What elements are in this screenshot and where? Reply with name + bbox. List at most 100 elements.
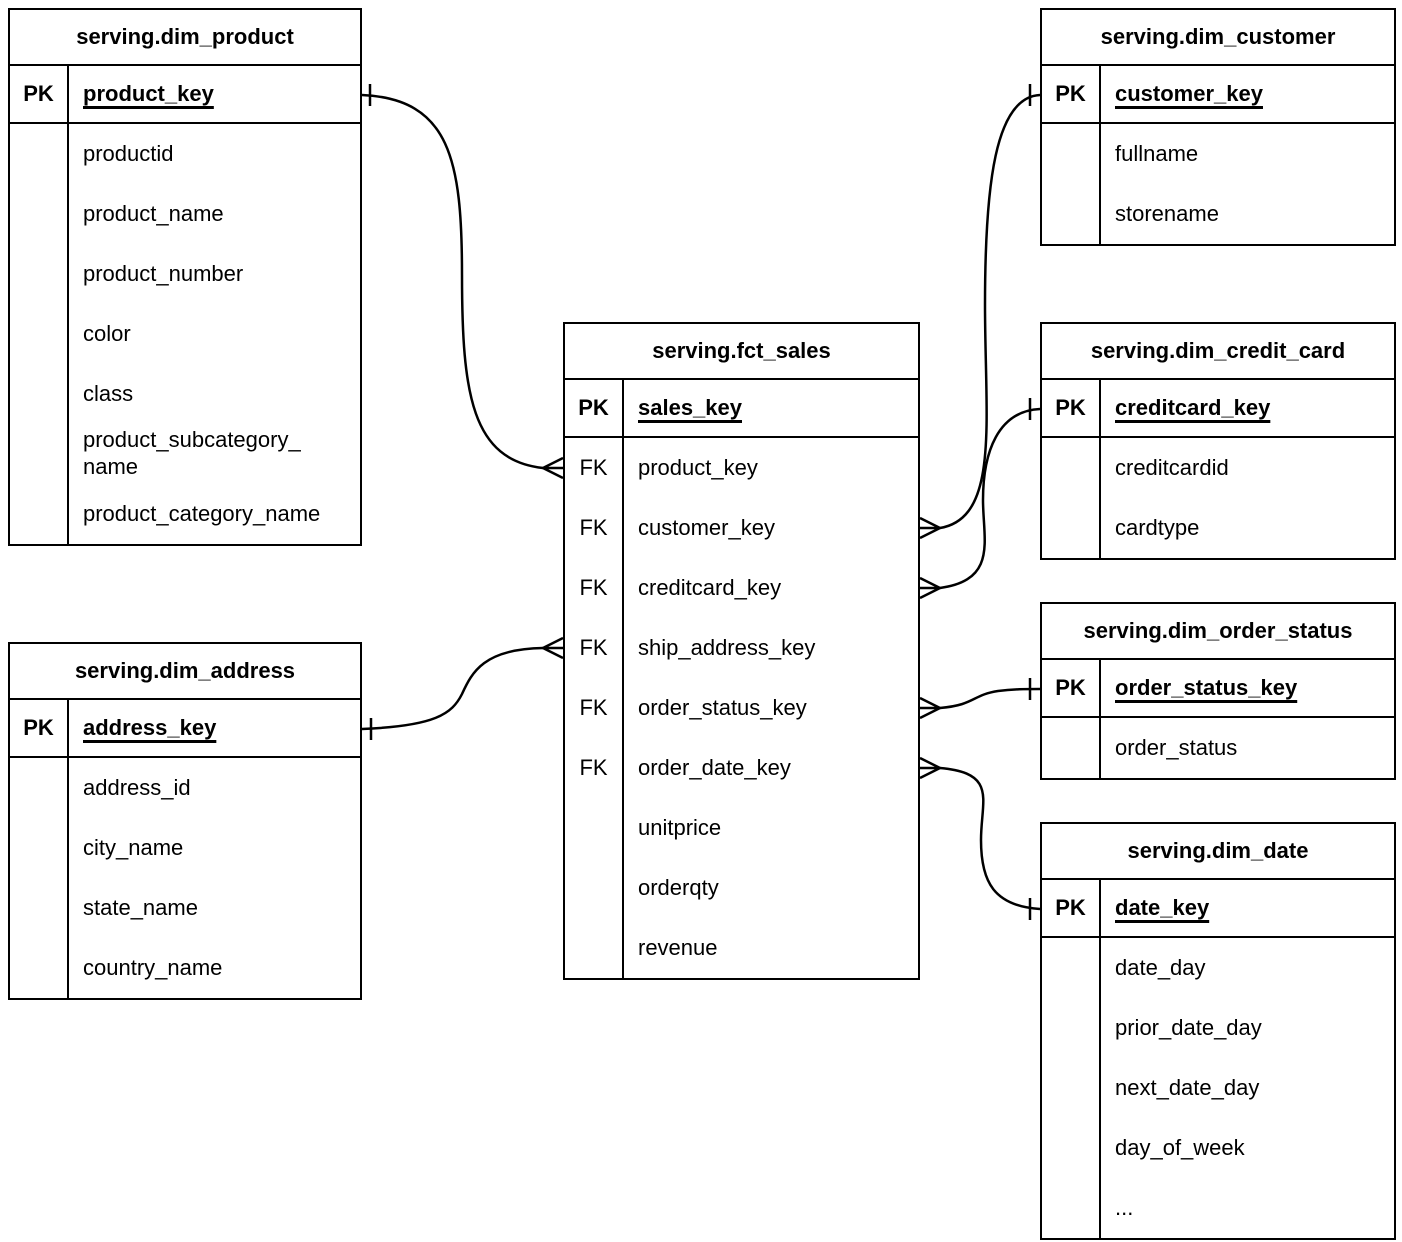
field-name: fullname bbox=[1115, 140, 1199, 166]
relationship-product-sales bbox=[361, 84, 564, 480]
field-name: product_name bbox=[83, 200, 224, 226]
table-row: FK creditcard_key bbox=[565, 558, 918, 618]
many-crowfoot-icon bbox=[919, 756, 943, 780]
pk-field-name: product_key bbox=[83, 80, 214, 106]
pk-badge: PK bbox=[1042, 66, 1101, 122]
field-name: product_key bbox=[638, 454, 758, 480]
key-badge bbox=[1042, 998, 1101, 1058]
table-title: serving.dim_customer bbox=[1042, 10, 1394, 66]
many-crowfoot-icon bbox=[540, 636, 564, 660]
fk-badge: FK bbox=[565, 738, 624, 798]
table-row: fullname bbox=[1042, 124, 1394, 184]
key-badge bbox=[1042, 1178, 1101, 1238]
table-row: address_id bbox=[10, 758, 360, 818]
field-name: order_date_key bbox=[638, 754, 791, 780]
table-row: product_subcategory_​name bbox=[10, 424, 360, 484]
table-row: product_name bbox=[10, 184, 360, 244]
many-crowfoot-icon bbox=[540, 456, 564, 480]
connector-line bbox=[939, 766, 1041, 911]
fk-badge: FK bbox=[565, 558, 624, 618]
key-badge bbox=[565, 858, 624, 918]
field-name: storename bbox=[1115, 200, 1219, 226]
relationship-sales-credit-card bbox=[919, 398, 1041, 600]
table-row: country_name bbox=[10, 938, 360, 998]
pk-field-name: customer_key bbox=[1115, 80, 1263, 106]
field-name: product_subcategory_​name bbox=[83, 427, 301, 479]
field-name: country_name bbox=[83, 954, 223, 980]
pk-badge: PK bbox=[565, 380, 624, 436]
pk-row: PK sales_key bbox=[565, 380, 918, 438]
connector-line bbox=[361, 93, 544, 470]
table-row: day_of_week bbox=[1042, 1118, 1394, 1178]
many-crowfoot-icon bbox=[919, 576, 943, 600]
field-name: ... bbox=[1115, 1194, 1134, 1220]
key-badge bbox=[10, 818, 69, 878]
pk-row: PK creditcard_key bbox=[1042, 380, 1394, 438]
table-title: serving.fct_sales bbox=[565, 324, 918, 380]
key-badge bbox=[1042, 938, 1101, 998]
key-badge bbox=[1042, 718, 1101, 778]
field-name: revenue bbox=[638, 934, 718, 960]
many-crowfoot-icon bbox=[919, 516, 943, 540]
field-name: address_id bbox=[83, 774, 191, 800]
pk-row: PK order_status_key bbox=[1042, 660, 1394, 718]
pk-field-name: creditcard_key bbox=[1115, 394, 1271, 420]
field-name: city_name bbox=[83, 834, 184, 860]
table-dim-date: serving.dim_date PK date_key date_day pr… bbox=[1040, 822, 1396, 1240]
table-dim-customer: serving.dim_customer PK customer_key ful… bbox=[1040, 8, 1396, 246]
pk-field-name: date_key bbox=[1115, 894, 1210, 920]
key-badge bbox=[10, 304, 69, 364]
field-name: day_of_week bbox=[1115, 1134, 1245, 1160]
relationship-sales-customer bbox=[919, 84, 1041, 540]
table-row: FK product_key bbox=[565, 438, 918, 498]
table-row: productid bbox=[10, 124, 360, 184]
table-row: state_name bbox=[10, 878, 360, 938]
field-name: creditcardid bbox=[1115, 454, 1229, 480]
many-crowfoot-icon bbox=[919, 696, 943, 720]
pk-badge: PK bbox=[10, 700, 69, 756]
table-dim-product: serving.dim_product PK product_key produ… bbox=[8, 8, 362, 546]
table-row: FK ship_address_key bbox=[565, 618, 918, 678]
field-name: date_day bbox=[1115, 954, 1206, 980]
key-badge bbox=[10, 184, 69, 244]
field-name: productid bbox=[83, 140, 174, 166]
field-name: state_name bbox=[83, 894, 198, 920]
fk-badge: FK bbox=[565, 498, 624, 558]
pk-row: PK date_key bbox=[1042, 880, 1394, 938]
pk-field-name: order_status_key bbox=[1115, 674, 1298, 700]
table-title: serving.dim_product bbox=[10, 10, 360, 66]
key-badge bbox=[10, 938, 69, 998]
relationship-sales-order-status bbox=[919, 678, 1041, 720]
field-name: prior_date_day bbox=[1115, 1014, 1262, 1040]
table-row: FK order_date_key bbox=[565, 738, 918, 798]
pk-field-name: sales_key bbox=[638, 394, 742, 420]
connector-line bbox=[939, 93, 1041, 530]
pk-row: PK address_key bbox=[10, 700, 360, 758]
table-row: prior_date_day bbox=[1042, 998, 1394, 1058]
pk-field-name: address_key bbox=[83, 714, 217, 740]
key-badge bbox=[1042, 124, 1101, 184]
table-row: orderqty bbox=[565, 858, 918, 918]
field-name: customer_key bbox=[638, 514, 775, 540]
key-badge bbox=[1042, 498, 1101, 558]
table-dim-address: serving.dim_address PK address_key addre… bbox=[8, 642, 362, 1000]
table-row: product_number bbox=[10, 244, 360, 304]
table-row: revenue bbox=[565, 918, 918, 978]
fk-badge: FK bbox=[565, 438, 624, 498]
pk-row: PK product_key bbox=[10, 66, 360, 124]
key-badge bbox=[10, 484, 69, 544]
table-row: storename bbox=[1042, 184, 1394, 244]
field-name: order_status bbox=[1115, 734, 1238, 760]
connector-line bbox=[939, 687, 1041, 710]
table-title: serving.dim_date bbox=[1042, 824, 1394, 880]
table-fct-sales: serving.fct_sales PK sales_key FK produc… bbox=[563, 322, 920, 980]
field-name: class bbox=[83, 380, 134, 406]
key-badge bbox=[565, 918, 624, 978]
field-name: product_number bbox=[83, 260, 244, 286]
field-name: color bbox=[83, 320, 131, 346]
table-dim-order-status: serving.dim_order_status PK order_status… bbox=[1040, 602, 1396, 780]
table-title: serving.dim_address bbox=[10, 644, 360, 700]
pk-badge: PK bbox=[1042, 380, 1101, 436]
table-row: product_category_name bbox=[10, 484, 360, 544]
